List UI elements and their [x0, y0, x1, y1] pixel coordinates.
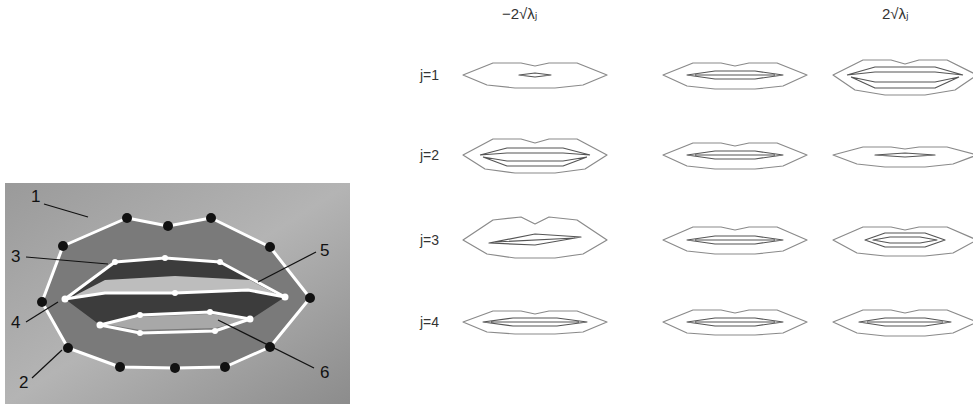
callout-number: 3 — [11, 248, 20, 267]
callout-number: 2 — [19, 374, 28, 393]
row-label: j=4 — [420, 315, 439, 330]
row-label: j=2 — [420, 148, 439, 163]
shape-grid — [463, 60, 973, 336]
inner-dots — [62, 255, 289, 336]
row-label: j=3 — [420, 233, 439, 248]
leader-lines — [26, 204, 316, 378]
landmark-dots — [37, 213, 315, 373]
callout-number: 4 — [11, 314, 20, 333]
callout-number: 1 — [31, 188, 40, 207]
column-header: 2√λⱼ — [882, 6, 909, 23]
column-header: −2√λⱼ — [502, 6, 537, 23]
callout-number: 5 — [320, 242, 329, 261]
row-label: j=1 — [420, 68, 439, 83]
lip-photo — [5, 183, 350, 404]
callout-number: 6 — [320, 364, 329, 383]
